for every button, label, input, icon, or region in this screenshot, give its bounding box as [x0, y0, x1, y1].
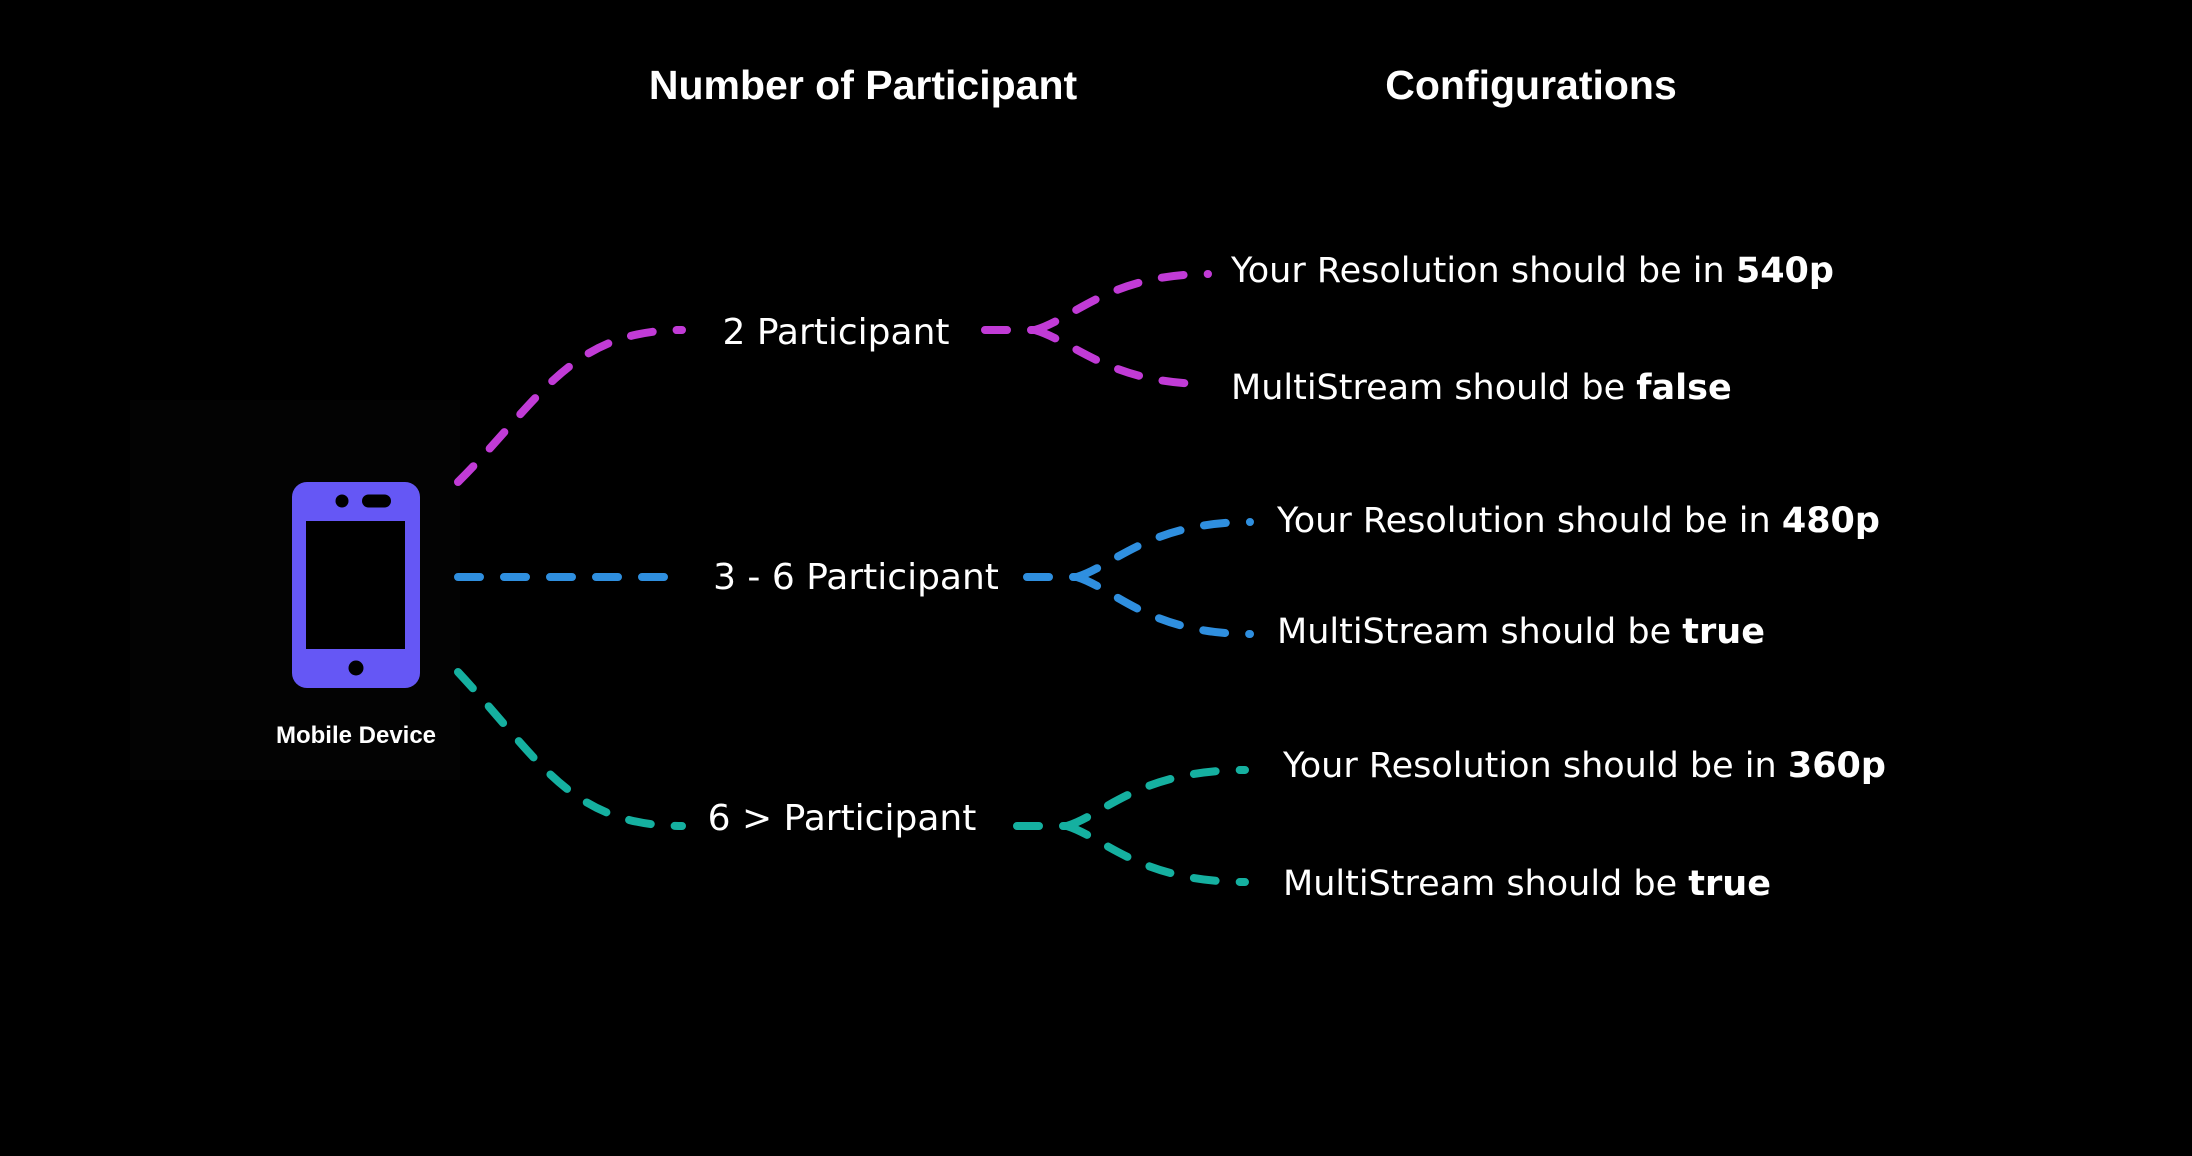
connector-to-resolution-config — [1031, 270, 1212, 334]
phone-speaker — [362, 494, 391, 508]
multistream-config-text: MultiStream should be true — [1277, 612, 1765, 652]
phone-camera — [335, 494, 349, 508]
connector-to-resolution-config — [1063, 766, 1249, 830]
resolution-config-text: Your Resolution should be in 480p — [1276, 501, 1880, 541]
configurations-column-title: Configurations — [1385, 62, 1677, 108]
config-prefix: MultiStream should be — [1277, 612, 1682, 652]
multistream-config-text: MultiStream should be true — [1283, 864, 1771, 904]
branch-6-plus-participants: 6 > Participant Your Resolution should b… — [454, 668, 1886, 904]
connector-to-resolution-config — [1073, 518, 1254, 581]
phone-screen — [306, 521, 405, 649]
config-prefix: Your Resolution should be in — [1276, 501, 1782, 541]
branch-3-6-participants: 3 - 6 Participant Your Resolution should… — [454, 501, 1880, 652]
multistream-value: false — [1636, 368, 1731, 408]
branch-2-participants: 2 Participant Your Resolution should be … — [454, 251, 1834, 486]
resolution-value: 360p — [1788, 746, 1886, 786]
resolution-config-text: Your Resolution should be in 360p — [1282, 746, 1886, 786]
participant-count-label: 3 - 6 Participant — [713, 557, 999, 598]
config-prefix: Your Resolution should be in — [1230, 251, 1736, 291]
config-prefix: MultiStream should be — [1283, 864, 1688, 904]
participant-count-label: 2 Participant — [722, 312, 949, 353]
connector-to-multistream-config — [1073, 573, 1254, 638]
multistream-value: true — [1688, 864, 1771, 904]
connector-to-multistream-config — [1031, 326, 1212, 388]
mobile-phone-icon — [292, 482, 420, 688]
connector-device-to-6-plus-participants — [454, 668, 686, 830]
resolution-value: 540p — [1736, 251, 1834, 291]
config-prefix: Your Resolution should be in — [1282, 746, 1788, 786]
connector-to-multistream-config — [1063, 822, 1249, 886]
device-label: Mobile Device — [276, 722, 436, 749]
resolution-config-text: Your Resolution should be in 540p — [1230, 251, 1834, 291]
resolution-value: 480p — [1782, 501, 1880, 541]
config-prefix: MultiStream should be — [1231, 368, 1636, 408]
multistream-value: true — [1682, 612, 1765, 652]
connector-device-to-2-participants — [454, 326, 686, 486]
phone-home-button — [348, 660, 364, 676]
participant-count-label: 6 > Participant — [708, 798, 977, 839]
multistream-config-text: MultiStream should be false — [1231, 368, 1732, 408]
participants-column-title: Number of Participant — [649, 62, 1078, 108]
